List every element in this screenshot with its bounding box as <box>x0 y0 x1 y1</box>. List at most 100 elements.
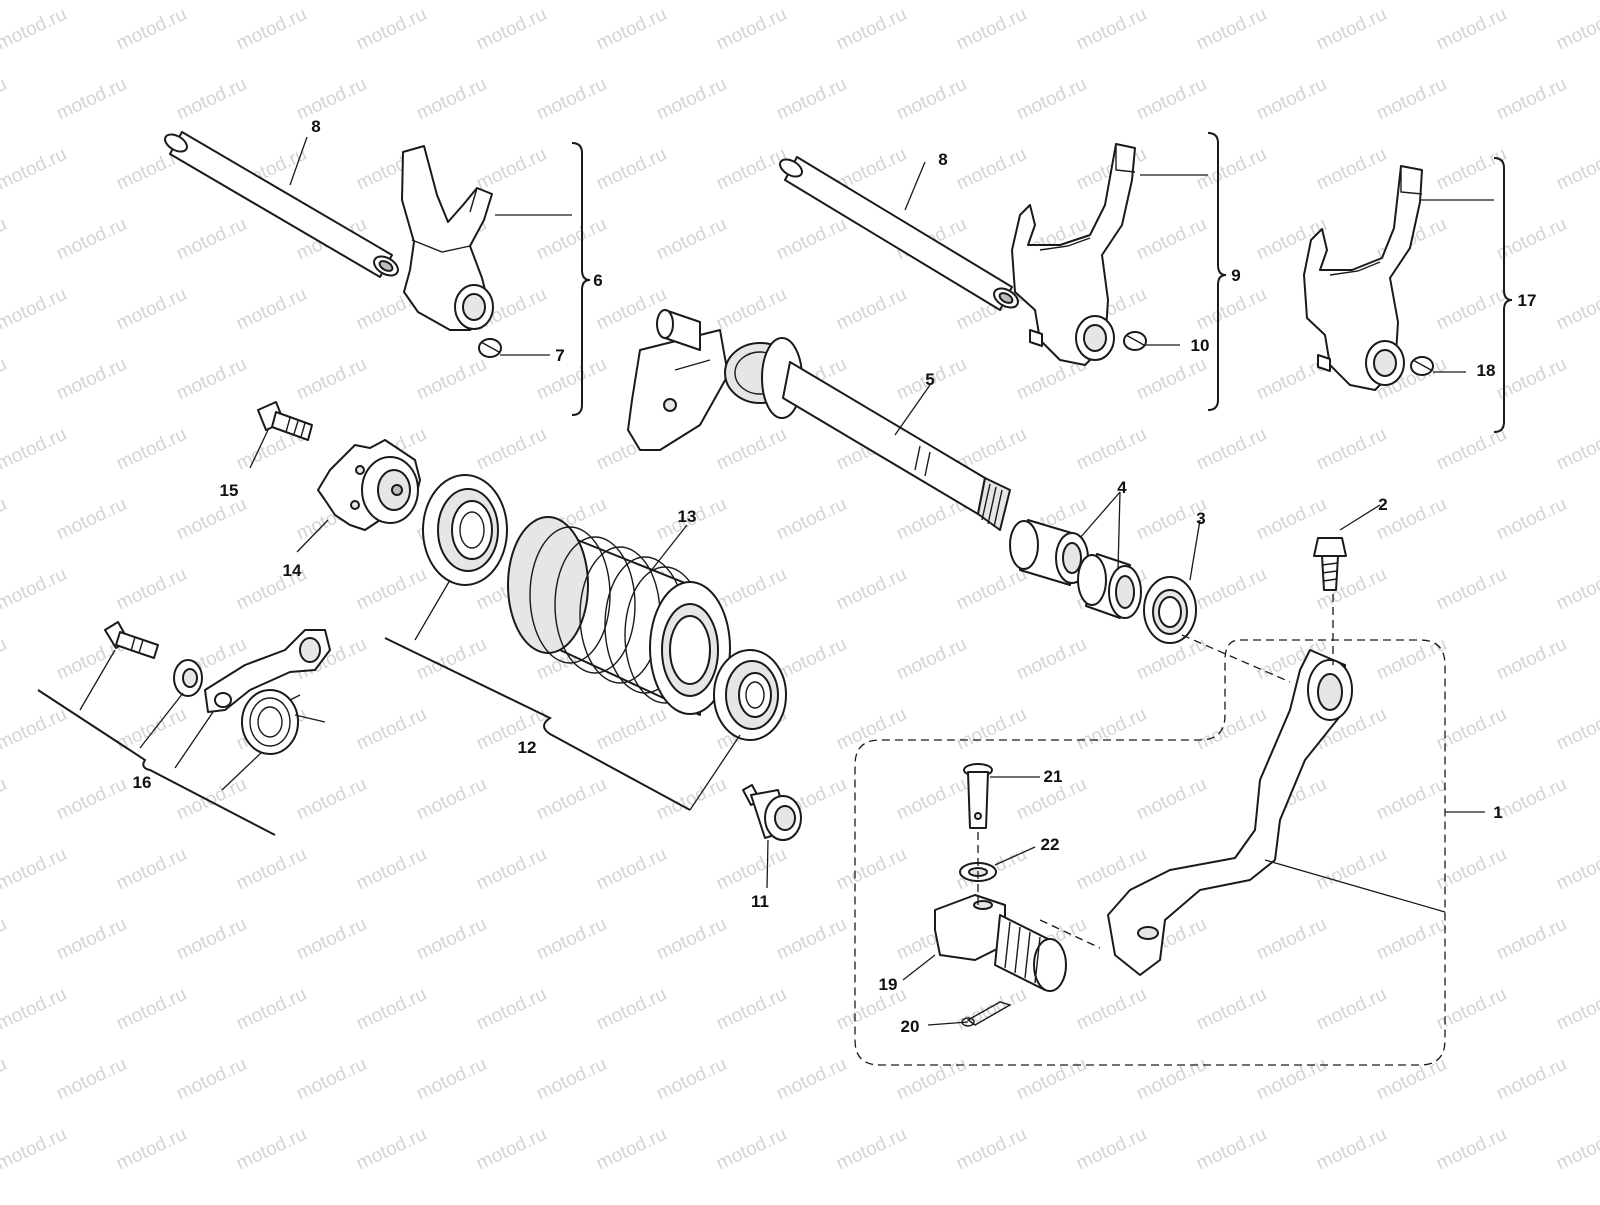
watermark-text: motod.ru <box>0 424 70 475</box>
leader-lines <box>79 136 1494 1026</box>
watermark-text: motod.ru <box>593 1124 670 1175</box>
watermark-text: motod.ru <box>1313 984 1390 1035</box>
watermark-text: motod.ru <box>533 354 610 405</box>
watermark-text: motod.ru <box>533 914 610 965</box>
callout-12: 12 <box>518 738 537 757</box>
watermark-text: motod.ru <box>0 634 10 685</box>
watermark-text: motod.ru <box>293 74 370 125</box>
watermark-text: motod.ru <box>1373 1054 1450 1105</box>
watermark-text: motod.ru <box>1553 704 1600 755</box>
bracket-lines <box>37 132 1513 836</box>
watermark-text: motod.ru <box>0 914 10 965</box>
watermark-text: motod.ru <box>593 704 670 755</box>
shift-drum-13 <box>507 516 731 716</box>
watermark-text: motod.ru <box>1193 704 1270 755</box>
watermark-text: motod.ru <box>173 74 250 125</box>
watermark-text: motod.ru <box>1433 144 1510 195</box>
watermark-text: motod.ru <box>953 704 1030 755</box>
watermark-text: motod.ru <box>593 844 670 895</box>
bolt-2 <box>1313 537 1347 591</box>
watermark-text: motod.ru <box>233 844 310 895</box>
watermark-text: motod.ru <box>53 214 130 265</box>
watermark-text: motod.ru <box>233 1124 310 1175</box>
watermark-text: motod.ru <box>0 214 10 265</box>
callout-8-left: 8 <box>311 117 320 136</box>
watermark-text: motod.ru <box>773 494 850 545</box>
watermark-text: motod.ru <box>173 914 250 965</box>
watermark-text: motod.ru <box>1313 144 1390 195</box>
pedal-joint-19 <box>934 894 1067 992</box>
watermark-text: motod.ru <box>413 74 490 125</box>
watermark-text: motod.ru <box>1193 144 1270 195</box>
watermark-text: motod.ru <box>113 984 190 1035</box>
callout-17: 17 <box>1518 291 1537 310</box>
watermark-text: motod.ru <box>953 1124 1030 1175</box>
ball-bearing-left <box>422 474 508 586</box>
watermark-text: motod.ru <box>533 1054 610 1105</box>
watermark-text: motod.ru <box>173 1054 250 1105</box>
watermark-text: motod.ru <box>1553 284 1600 335</box>
watermark-text: motod.ru <box>1433 284 1510 335</box>
watermark-text: motod.ru <box>473 984 550 1035</box>
watermark-text: motod.ru <box>1553 1124 1600 1175</box>
watermark-text: motod.ru <box>233 4 310 55</box>
watermark-text: motod.ru <box>1133 214 1210 265</box>
watermark-text: motod.ru <box>113 424 190 475</box>
watermark-text: motod.ru <box>1373 634 1450 685</box>
watermark-text: motod.ru <box>0 74 10 125</box>
watermark-text: motod.ru <box>893 634 970 685</box>
watermark-text: motod.ru <box>653 774 730 825</box>
watermark-text: motod.ru <box>1253 914 1330 965</box>
watermark-text: motod.ru <box>1553 144 1600 195</box>
watermark-text: motod.ru <box>773 634 850 685</box>
detent-ball-10 <box>1123 331 1147 351</box>
watermark-text: motod.ru <box>353 4 430 55</box>
watermark-text: motod.ru <box>1373 774 1450 825</box>
watermark-text: motod.ru <box>353 984 430 1035</box>
watermark-text: motod.ru <box>233 284 310 335</box>
watermark-text: motod.ru <box>1553 424 1600 475</box>
lever-kit-boundary <box>854 639 1446 1066</box>
watermark-text: motod.ru <box>293 774 370 825</box>
shift-cam-14 <box>317 439 421 531</box>
callout-1: 1 <box>1493 803 1502 822</box>
watermark-text: motod.ru <box>833 564 910 615</box>
watermark-text: motod.ru <box>533 214 610 265</box>
watermark-text: motod.ru <box>1193 424 1270 475</box>
callout-16: 16 <box>133 773 152 792</box>
watermark-text: motod.ru <box>113 284 190 335</box>
watermark-text: motod.ru <box>953 984 1030 1035</box>
watermark-text: motod.ru <box>0 1124 70 1175</box>
watermark-text: motod.ru <box>1373 74 1450 125</box>
bushing-4-lower <box>1077 553 1142 619</box>
watermark-text: motod.ru <box>1013 634 1090 685</box>
watermark-text: motod.ru <box>173 494 250 545</box>
watermark-text: motod.ru <box>953 564 1030 615</box>
watermark-text: motod.ru <box>1193 4 1270 55</box>
bolt-15 <box>257 401 313 441</box>
watermark-text: motod.ru <box>1493 634 1570 685</box>
kit-16-parts <box>104 621 331 755</box>
watermark-text: motod.ru <box>1493 494 1570 545</box>
callout-7: 7 <box>555 346 564 365</box>
callout-13: 13 <box>678 507 697 526</box>
watermark-text: motod.ru <box>413 354 490 405</box>
watermark-text: motod.ru <box>1193 284 1270 335</box>
watermark-text: motod.ru <box>1073 704 1150 755</box>
watermark-text: motod.ru <box>1073 984 1150 1035</box>
watermark-text: motod.ru <box>0 774 10 825</box>
watermark-text: motod.ru <box>113 1124 190 1175</box>
watermark-text: motod.ru <box>953 4 1030 55</box>
watermark-text: motod.ru <box>1313 424 1390 475</box>
watermark-text: motod.ru <box>653 74 730 125</box>
watermark-text: motod.ru <box>713 984 790 1035</box>
callout-11: 11 <box>751 892 769 911</box>
watermark-text: motod.ru <box>833 284 910 335</box>
watermark-text: motod.ru <box>1493 74 1570 125</box>
watermark-text: motod.ru <box>713 144 790 195</box>
watermark-text: motod.ru <box>353 844 430 895</box>
shift-rod-left <box>164 131 399 278</box>
watermark-text: motod.ru <box>173 214 250 265</box>
watermark-text: motod.ru <box>653 914 730 965</box>
callout-21: 21 <box>1044 767 1063 786</box>
